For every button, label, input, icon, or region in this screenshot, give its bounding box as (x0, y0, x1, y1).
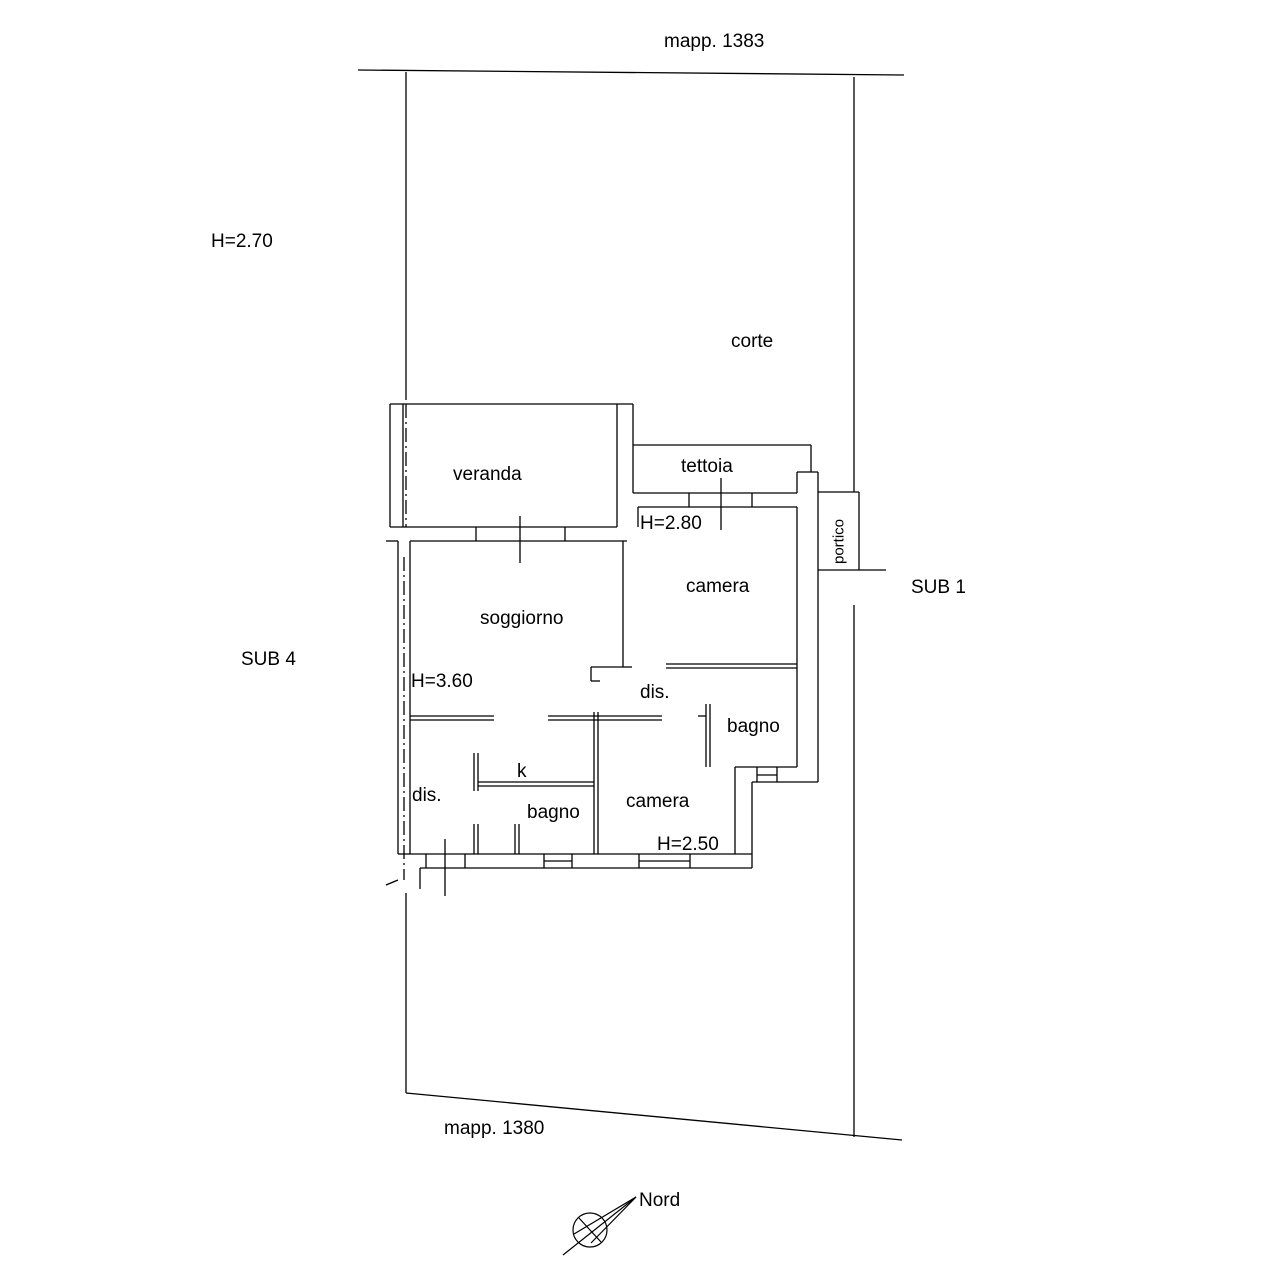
label-soggiorno: soggiorno (480, 608, 564, 629)
label-sub-left: SUB 4 (241, 649, 296, 670)
label-portico: portico (830, 518, 848, 565)
property-boundary (358, 70, 904, 1140)
building-walls (386, 404, 818, 896)
label-height-camera-top: H=2.80 (640, 513, 702, 534)
north-arrow-symbol (563, 1197, 636, 1255)
label-corte: corte (731, 331, 774, 352)
label-height-outside: H=2.70 (211, 231, 273, 252)
label-north: Nord (639, 1190, 681, 1211)
label-veranda: veranda (453, 464, 522, 485)
label-mapp-top: mapp. 1383 (664, 31, 765, 52)
label-camera-bottom: camera (626, 791, 690, 812)
label-dis-center: dis. (640, 682, 670, 703)
label-dis-left: dis. (412, 785, 442, 806)
label-height-soggiorno: H=3.60 (411, 671, 473, 692)
label-k: k (517, 761, 527, 782)
label-bagno-right: bagno (727, 716, 780, 737)
label-mapp-bottom: mapp. 1380 (444, 1118, 545, 1139)
label-camera-top: camera (686, 576, 750, 597)
label-sub-right: SUB 1 (911, 577, 966, 598)
label-tettoia: tettoia (681, 456, 733, 477)
label-bagno-left: bagno (527, 802, 580, 823)
label-height-camera-bottom: H=2.50 (657, 834, 719, 855)
